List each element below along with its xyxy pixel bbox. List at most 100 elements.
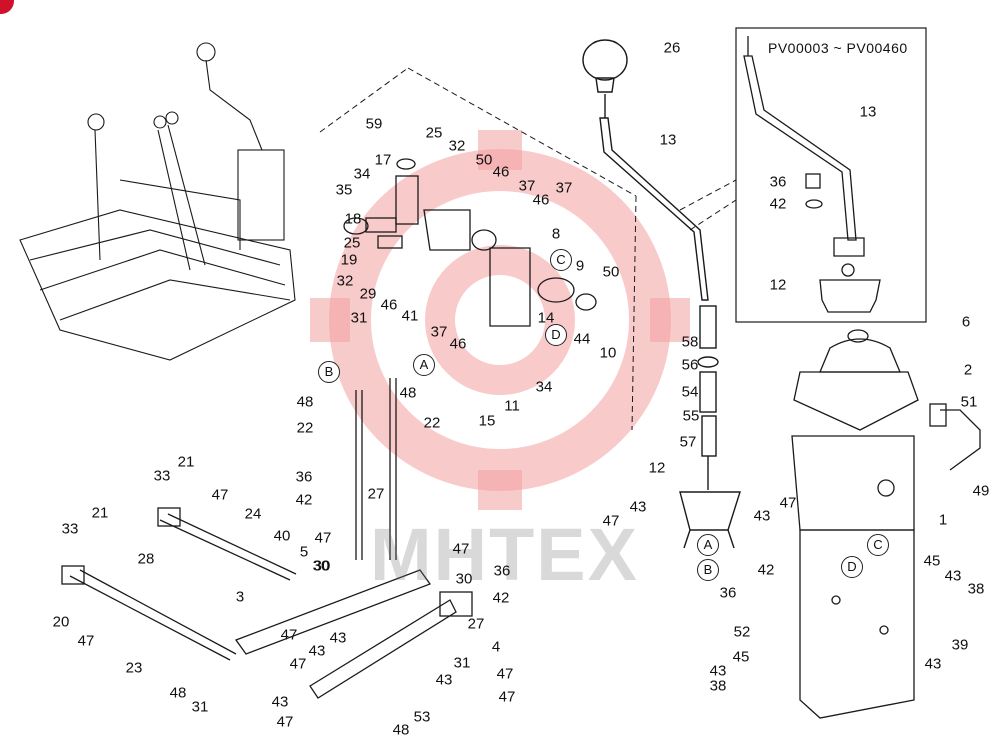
part-number-label: 47 bbox=[498, 688, 516, 706]
inset-box bbox=[735, 27, 927, 323]
part-number-label: 40 bbox=[273, 527, 291, 545]
part-number-label: 36 bbox=[295, 468, 313, 486]
part-number-label: 45 bbox=[732, 648, 750, 666]
part-number-label: 30 bbox=[455, 570, 473, 588]
part-number-label: 21 bbox=[177, 453, 195, 471]
part-number-label: 20 bbox=[52, 613, 70, 631]
part-number-label: 13 bbox=[859, 103, 877, 121]
part-number-label: 13 bbox=[659, 131, 677, 149]
part-number-label: 59 bbox=[365, 115, 383, 133]
part-number-label: 31 bbox=[191, 698, 209, 716]
part-number-label: 43 bbox=[924, 655, 942, 673]
part-number-label: 47 bbox=[280, 626, 298, 644]
part-number-label: 2 bbox=[963, 361, 973, 379]
part-number-label: 54 bbox=[681, 383, 699, 401]
part-number-label: 30 bbox=[312, 557, 330, 575]
part-number-label: 43 bbox=[944, 567, 962, 585]
part-number-label: 5 bbox=[299, 543, 309, 561]
callout-letter-label: C bbox=[550, 249, 572, 271]
part-number-label: 15 bbox=[478, 412, 496, 430]
part-number-label: 42 bbox=[492, 589, 510, 607]
part-number-label: 30 bbox=[313, 557, 331, 575]
part-number-label: 46 bbox=[532, 191, 550, 209]
part-number-label: 47 bbox=[602, 512, 620, 530]
part-number-label: 25 bbox=[425, 124, 443, 142]
part-number-label: 31 bbox=[453, 654, 471, 672]
part-number-label: 12 bbox=[769, 276, 787, 294]
part-number-label: 46 bbox=[492, 163, 510, 181]
part-number-label: 34 bbox=[535, 378, 553, 396]
part-number-label: 43 bbox=[629, 498, 647, 516]
part-number-label: 43 bbox=[329, 629, 347, 647]
machine-overview-sketch bbox=[19, 42, 296, 361]
leader-lines bbox=[319, 67, 737, 431]
part-number-label: 4 bbox=[491, 638, 501, 656]
part-number-label: 48 bbox=[169, 684, 187, 702]
part-number-label: 27 bbox=[367, 485, 385, 503]
part-number-label: 47 bbox=[276, 713, 294, 731]
part-number-label: 46 bbox=[449, 335, 467, 353]
callout-letter-label: D bbox=[545, 324, 567, 346]
part-number-label: 48 bbox=[399, 384, 417, 402]
part-number-label: 23 bbox=[125, 659, 143, 677]
part-number-label: 35 bbox=[335, 181, 353, 199]
part-number-label: 47 bbox=[289, 655, 307, 673]
shift-lever-main bbox=[582, 39, 741, 549]
part-number-label: 33 bbox=[61, 520, 79, 538]
part-number-label: 25 bbox=[343, 234, 361, 252]
inset-lever bbox=[743, 36, 881, 313]
part-number-label: 31 bbox=[350, 309, 368, 327]
callout-letter-label: B bbox=[318, 361, 340, 383]
part-number-label: 3 bbox=[235, 588, 245, 606]
console-housing bbox=[791, 329, 981, 719]
part-number-label: 47 bbox=[496, 665, 514, 683]
part-number-label: 18 bbox=[344, 210, 362, 228]
part-number-label: 47 bbox=[77, 632, 95, 650]
callout-letter-label: C bbox=[867, 534, 889, 556]
part-number-label: 39 bbox=[951, 636, 969, 654]
part-number-label: 27 bbox=[467, 615, 485, 633]
watermark-gear-teeth-icon bbox=[310, 130, 690, 510]
callout-letter-label: B bbox=[697, 559, 719, 581]
part-number-label: 37 bbox=[555, 179, 573, 197]
part-number-label: 12 bbox=[648, 459, 666, 477]
part-number-label: 47 bbox=[452, 540, 470, 558]
part-number-label: 42 bbox=[769, 195, 787, 213]
part-number-label: 8 bbox=[551, 225, 561, 243]
part-number-label: 43 bbox=[435, 671, 453, 689]
part-number-label: 42 bbox=[757, 561, 775, 579]
part-number-label: 43 bbox=[709, 662, 727, 680]
watermark-gear-icon bbox=[329, 149, 671, 491]
part-number-label: 42 bbox=[295, 491, 313, 509]
part-number-label: 55 bbox=[682, 407, 700, 425]
part-number-label: 36 bbox=[493, 562, 511, 580]
watermark-text: MHTEX bbox=[370, 513, 639, 596]
part-number-label: 58 bbox=[681, 333, 699, 351]
part-number-label: 47 bbox=[211, 486, 229, 504]
part-number-label: 43 bbox=[308, 642, 326, 660]
part-number-label: 49 bbox=[972, 482, 990, 500]
part-number-label: 21 bbox=[91, 504, 109, 522]
callout-letter-label: D bbox=[841, 556, 863, 578]
part-number-label: 50 bbox=[475, 151, 493, 169]
part-number-label: 26 bbox=[663, 39, 681, 57]
callout-letter-label: A bbox=[697, 534, 719, 556]
part-number-label: 46 bbox=[380, 296, 398, 314]
part-number-label: 57 bbox=[679, 433, 697, 451]
part-number-label: 47 bbox=[779, 494, 797, 512]
part-number-label: 6 bbox=[961, 313, 971, 331]
part-number-label: 37 bbox=[518, 177, 536, 195]
serial-range-label: PV00003 ~ PV00460 bbox=[768, 40, 908, 56]
part-number-label: 43 bbox=[271, 693, 289, 711]
part-number-label: 22 bbox=[296, 419, 314, 437]
part-number-label: 53 bbox=[413, 708, 431, 726]
part-number-label: 9 bbox=[575, 257, 585, 275]
linkage-assembly bbox=[61, 158, 597, 699]
part-number-label: 32 bbox=[336, 272, 354, 290]
part-number-label: 28 bbox=[137, 550, 155, 568]
part-number-label: 34 bbox=[353, 165, 371, 183]
part-number-label: 38 bbox=[967, 580, 985, 598]
part-number-label: 48 bbox=[296, 393, 314, 411]
